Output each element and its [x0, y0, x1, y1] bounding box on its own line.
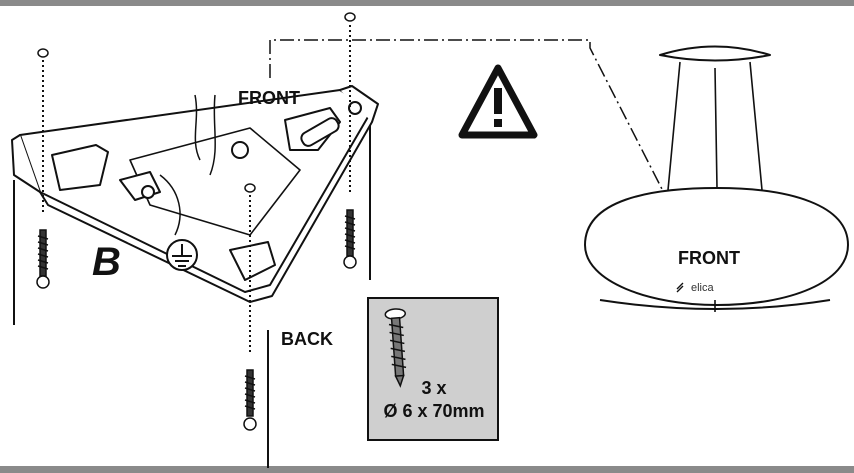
- brand-logo-text: elica: [691, 282, 714, 294]
- bottom-frame-bar: [0, 466, 854, 473]
- section-letter-b: B: [92, 240, 121, 284]
- screw-icon: [36, 209, 357, 431]
- warning-triangle-icon: [458, 64, 538, 139]
- front-label-bracket: FRONT: [238, 88, 300, 108]
- screw-icon: [384, 308, 407, 388]
- front-label-hood: FRONT: [678, 248, 740, 268]
- wall-plugs: [37, 12, 356, 193]
- back-label: BACK: [281, 329, 333, 349]
- ground-symbol-icon: [166, 239, 198, 271]
- mounting-bracket: [11, 85, 379, 303]
- screw-spec-box: [367, 297, 499, 441]
- guide-line: [269, 39, 666, 196]
- range-hood: [584, 45, 849, 312]
- top-frame-bar: [0, 0, 854, 6]
- screw-guides: [42, 25, 351, 355]
- screw-size: Ø 6 x 70mm: [383, 401, 485, 421]
- screw-quantity: 3 x: [421, 378, 447, 398]
